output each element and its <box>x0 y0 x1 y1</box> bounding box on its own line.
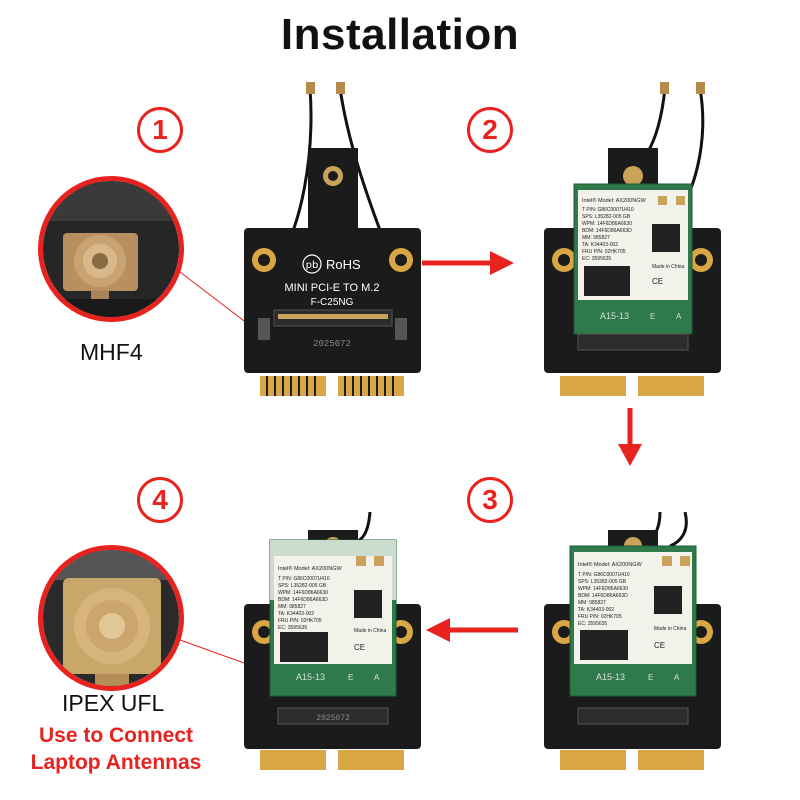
module-model-label: Intel® Model: AX200NGW <box>278 565 342 572</box>
module-line: T P/N: G86C0007U410 <box>278 576 330 582</box>
datamatrix-icon <box>580 630 628 660</box>
antenna-note-line2: Laptop Antennas <box>30 751 202 774</box>
module-line: MM: 985827 <box>578 600 606 606</box>
module-line: EC: 3595635 <box>582 256 611 262</box>
ipex-ufl-label: IPEX UFL <box>62 690 165 716</box>
module-line: FRU P/N: 02HK705 <box>278 618 322 624</box>
module-key-e: E <box>650 312 655 321</box>
adapter-model-line2: F-C25NG <box>311 297 354 308</box>
module-line: SPS: L35282-005 GB <box>582 214 631 220</box>
module-line: WPM: 14F6D86A6630 <box>582 221 632 227</box>
step-4-badge: 4 <box>137 477 183 523</box>
datamatrix-icon <box>280 632 328 662</box>
module-key-a: A <box>676 312 682 321</box>
module-line: BDM: 14F6D86A663D <box>582 228 632 234</box>
adapter-card-step-3: Intel® Model: AX200NGW T P/N: G86C0007U4… <box>544 512 721 770</box>
module-key-a: A <box>374 673 380 682</box>
antenna-note-line1: Use to Connect <box>38 724 193 747</box>
module-slot-label: A15-13 <box>600 311 629 321</box>
arrow-down-icon <box>618 408 642 466</box>
adapter-serial: 2025072 <box>313 339 351 349</box>
module-slot-label: A15-13 <box>596 672 625 682</box>
ce-mark-icon: CE <box>354 643 365 652</box>
arrow-right-icon <box>422 251 514 275</box>
module-key-e: E <box>648 673 653 682</box>
adapter-brand-logo: pb <box>306 260 319 271</box>
mhf4-label: MHF4 <box>80 339 143 365</box>
ce-mark-icon: CE <box>652 277 663 286</box>
module-model-label: Intel® Model: AX200NGW <box>578 561 642 568</box>
module-line: EC: 3595635 <box>578 621 607 627</box>
adapter-card-step-4: Intel® Model: AX200NGW T P/N: G86C0007U4… <box>244 512 421 770</box>
qr-code-icon <box>654 586 682 614</box>
module-line: FRU P/N: 02HK705 <box>578 614 622 620</box>
module-key-e: E <box>348 673 353 682</box>
adapter-card-step-1: pb RoHS MINI PCI-E TO M.2 F-C25NG 202507… <box>244 82 421 396</box>
adapter-card-step-2: Intel® Model: AX200NGW T P/N: G86C0007U4… <box>544 82 721 396</box>
step-2-badge: 2 <box>467 107 513 153</box>
module-made-in: Made in China <box>652 264 684 270</box>
module-line: SPS: L35282-005 GB <box>578 579 627 585</box>
module-line: SPS: L35282-005 GB <box>278 583 327 589</box>
module-made-in: Made in China <box>654 626 686 632</box>
module-key-a: A <box>674 673 680 682</box>
mhf4-callout-line <box>179 271 257 331</box>
module-line: FRU P/N: 02HK705 <box>582 249 626 255</box>
arrow-left-icon <box>426 618 518 642</box>
module-line: BDM: 14F6D86A663D <box>578 593 628 599</box>
module-line: TA: K34403-002 <box>278 611 314 617</box>
qr-code-icon <box>652 224 680 252</box>
page-title: Installation <box>280 10 520 59</box>
module-slot-label: A15-13 <box>296 672 325 682</box>
module-line: WPM: 14F6D86A6630 <box>278 590 328 596</box>
adapter-model-line1: MINI PCI-E TO M.2 <box>285 282 380 294</box>
module-line: EC: 3595635 <box>278 625 307 631</box>
module-line: TA: K34403-002 <box>582 242 618 248</box>
module-line: T P/N: G86C0007U410 <box>582 207 634 213</box>
step-1-badge: 1 <box>137 107 183 153</box>
module-line: BDM: 14F6D86A663D <box>278 597 328 603</box>
module-line: MM: 985827 <box>582 235 610 241</box>
step-3-badge: 3 <box>467 477 513 523</box>
antenna-note: Use to Connect Laptop Antennas <box>0 722 232 776</box>
module-line: MM: 985827 <box>278 604 306 610</box>
module-model-label: Intel® Model: AX200NGW <box>582 197 646 204</box>
module-made-in: Made in China <box>354 628 386 634</box>
ce-mark-icon: CE <box>654 641 665 650</box>
module-line: TA: K34403-002 <box>578 607 614 613</box>
adapter-serial: 2025072 <box>316 714 350 723</box>
qr-code-icon <box>354 590 382 618</box>
module-line: WPM: 14F6D86A6630 <box>578 586 628 592</box>
datamatrix-icon <box>584 266 630 296</box>
module-line: T P/N: G86C0007U410 <box>578 572 630 578</box>
adapter-rohs-label: RoHS <box>326 257 361 272</box>
